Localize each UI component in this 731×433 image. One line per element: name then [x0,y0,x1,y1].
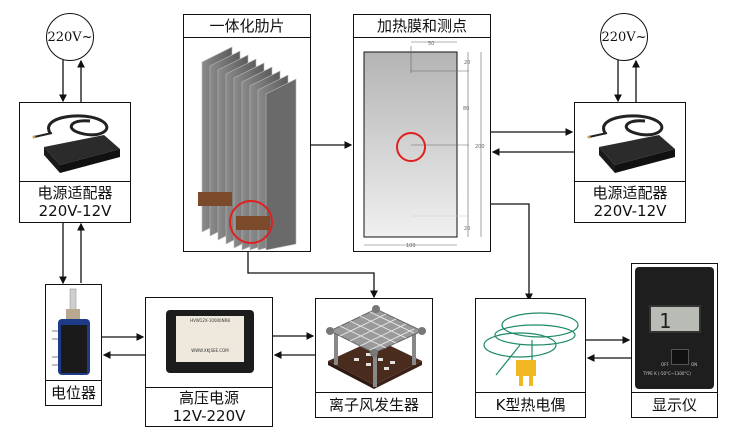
film-title-text: 加热膜和测点 [376,17,467,35]
hv-supply-voltage: 12V-220V [172,407,246,425]
display-reading: 1 [659,309,672,333]
power-adapter-icon [587,114,675,173]
adapter-right-name: 电源适配器 [592,184,668,202]
fin-title: 一体化肋片 [183,14,311,38]
fin-highlight-circle [229,200,273,244]
dim-top: 50 [428,41,434,47]
adapter-left-image-box [19,102,131,182]
power-adapter-icon [32,114,120,173]
wire-fin-to-ion [247,250,378,299]
ac-source-left: 220V~ [46,13,94,61]
display-label: 显示仪 [631,392,718,418]
ac-source-right-label: 220V~ [601,29,647,45]
display-device: 1 OFF ON TYPE K (-50°C~1300°C) [635,267,714,389]
thermocouple-label: K型热电偶 [475,392,586,418]
hv-supply-label: 高压电源 12V-220V [145,387,273,427]
adapter-left-name: 电源适配器 [37,184,113,202]
display-lcd: 1 [649,305,701,333]
adapter-right-image-box [574,102,686,182]
dim-width: 100 [406,243,416,249]
display-image-box: 1 OFF ON TYPE K (-50°C~1300°C) [631,263,718,393]
film-image-box: 50 20 80 200 20 100 [353,37,491,252]
hv-supply-panel: HVW12X-10000NR8 WWW.XKJSEE.COM [176,316,244,362]
ion-wind-generator-icon [326,305,426,389]
hv-supply-site: WWW.XKJSEE.COM [191,348,229,353]
hv-supply-name: 高压电源 [178,389,239,407]
ion-wind-image-box [315,298,433,393]
potentiometer-image-box [45,284,102,381]
display-power-switch[interactable] [671,349,689,365]
dim-total: 200 [475,144,485,150]
hv-supply-model: HVW12X-10000NR8 [190,318,230,323]
adapter-left-voltage: 220V-12V [38,202,112,220]
fin-image-box [183,37,311,252]
potentiometer-label: 电位器 [45,380,102,406]
thermocouple-icon [483,312,579,386]
display-on-label: ON [691,362,698,367]
adapter-right-label: 电源适配器 220V-12V [574,181,686,223]
ion-wind-name: 离子风发生器 [328,396,419,414]
hv-supply-body: HVW12X-10000NR8 WWW.XKJSEE.COM [166,310,254,373]
display-name: 显示仪 [651,396,697,414]
ac-source-left-label: 220V~ [47,29,93,45]
dim-seg-mid: 80 [463,106,469,112]
adapter-left-label: 电源适配器 220V-12V [19,181,131,223]
ac-source-right: 220V~ [600,13,648,61]
ion-wind-label: 离子风发生器 [315,392,433,418]
potentiometer-icon [52,288,90,375]
hv-supply-image-box: HVW12X-10000NR8 WWW.XKJSEE.COM [145,297,273,388]
thermocouple-image-box [475,298,586,393]
dim-seg-bottom: 20 [464,226,470,232]
dim-seg-top: 20 [464,60,470,66]
display-off-label: OFF [661,362,669,367]
film-title: 加热膜和测点 [353,14,491,38]
potentiometer-name: 电位器 [50,384,96,402]
thermocouple-name: K型热电偶 [495,396,566,414]
display-type-text: TYPE K (-50°C~1300°C) [643,371,691,376]
adapter-right-voltage: 220V-12V [593,202,667,220]
fin-title-text: 一体化肋片 [209,17,285,35]
measure-point-highlight [396,132,426,162]
